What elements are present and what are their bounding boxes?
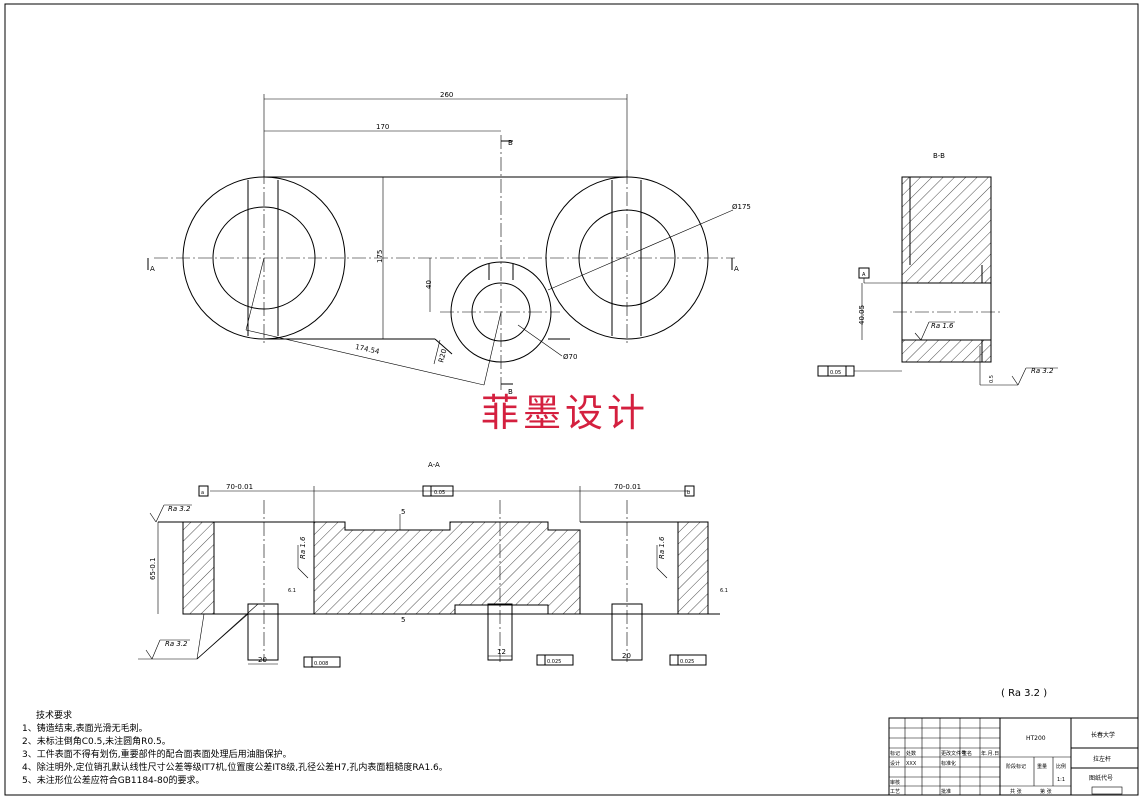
- drawing-frame: [4, 3, 1139, 796]
- aa-width-right: 20: [622, 652, 631, 660]
- dim-40: 40: [425, 280, 433, 289]
- section-aa-title: A-A: [428, 461, 440, 469]
- technical-notes: 技术要求 1、铸造结束,表面光滑无毛刺。 2、未标注倒角C0.5,未注圆角R0.…: [22, 710, 448, 788]
- bb-dim-40-05: 40.05: [858, 305, 866, 325]
- tb-school: 长春大学: [1091, 731, 1115, 739]
- aa-tol-right: 0.025: [680, 659, 694, 665]
- general-roughness-value: Ra 3.2: [1008, 688, 1041, 699]
- tb-part-name: 拉左杆: [1093, 755, 1111, 763]
- section-bb-title: B-B: [933, 152, 945, 160]
- title-block: 标记 处数 更改文件号 签名 年.月.日 设计 XXX 标准化 审核 工艺 批准…: [888, 717, 1139, 796]
- aa-small-right: 6.1: [720, 588, 728, 594]
- tb-count: 处数: [906, 750, 916, 757]
- note-item-5: 5、未注形位公差应符合GB1184-80的要求。: [22, 776, 205, 786]
- aa-width-mid: 12: [497, 648, 506, 656]
- aa-dim-left: 70-0.01: [226, 483, 253, 491]
- aa-small-left: 6.1: [288, 588, 296, 594]
- dim-175: 175: [376, 250, 384, 263]
- notes-title: 技术要求: [36, 711, 73, 721]
- section-mark-b-top: B: [508, 139, 513, 147]
- aa-dim-thickness: 65-0.1: [149, 557, 157, 580]
- bb-side-value: 0.5: [989, 375, 995, 383]
- aa-datum-a: a: [201, 490, 204, 496]
- tb-approve: 批准: [941, 788, 951, 795]
- dim-d175: Ø175: [732, 203, 751, 211]
- note-item-1: 1、铸造结束,表面光滑无毛刺。: [22, 724, 148, 734]
- tb-weight: 重量: [1037, 763, 1047, 770]
- tb-reviewer: 审核: [890, 779, 900, 786]
- note-item-3: 3、工件表面不得有划伤,重要部件的配合面表面处理后用油脂保护。: [22, 750, 292, 760]
- note-item-4: 4、除注明外,定位销孔默认线性尺寸公差等级IT7机,位置度公差IT8级,孔径公差…: [22, 763, 448, 773]
- section-mark-a-left: A: [150, 265, 155, 273]
- tb-change: 更改文件号: [941, 750, 966, 757]
- plan-view: 260 170 175 40 174.54 R20 Ø70 Ø175 A A B…: [147, 91, 751, 396]
- tb-date: 年.月.日: [981, 750, 999, 757]
- dim-260: 260: [440, 91, 453, 99]
- aa-tol-left: 0.008: [314, 661, 328, 667]
- bb-ra-1-6: Ra 1.6: [931, 322, 954, 330]
- general-roughness: ( Ra 3.2 ): [1001, 688, 1048, 699]
- bb-tol-value: 0.05: [830, 370, 841, 376]
- note-item-2: 2、未标注倒角C0.5,未注圆角R0.5。: [22, 737, 171, 747]
- section-aa-view: A-A a 70-0.01 0.05 70-0.01 b: [138, 461, 728, 668]
- aa-depth-bottom: 5: [401, 616, 405, 624]
- tb-mark: 标记: [890, 750, 900, 757]
- tb-scale-label: 比例: [1056, 763, 1066, 770]
- aa-tol-mid: 0.025: [547, 659, 561, 665]
- bb-ra-3-2: Ra 3.2: [1031, 367, 1054, 375]
- aa-datum-b: b: [687, 490, 690, 496]
- aa-depth-top: 5: [401, 508, 405, 516]
- aa-ra-mid-left: Ra 1.6: [299, 536, 307, 559]
- aa-width-left: 20: [258, 656, 267, 664]
- bb-datum-a: A: [862, 272, 866, 278]
- aa-ra-mid-right: Ra 1.6: [658, 536, 666, 559]
- dim-174-54: 174.54: [354, 343, 380, 356]
- section-bb-view: B-B A 40.05 Ra 1.6 Ra 3.2 0.5: [817, 152, 1058, 386]
- tb-std: 标准化: [941, 760, 956, 767]
- dim-r20: R20: [437, 348, 448, 363]
- tb-xxx: XXX: [906, 761, 917, 767]
- aa-ra-bottom-left: Ra 3.2: [165, 640, 188, 648]
- tb-material: HT200: [1026, 735, 1046, 742]
- tb-stage: 阶段标记: [1006, 763, 1026, 770]
- tb-drawing-no: 图纸代号: [1089, 774, 1113, 782]
- tb-sign: 签名: [962, 750, 972, 757]
- tb-scale-value: 1:1: [1057, 777, 1065, 783]
- tb-process: 工艺: [890, 789, 900, 795]
- projection-symbol: [1091, 786, 1123, 795]
- section-mark-b-bottom: B: [508, 388, 513, 396]
- dim-170: 170: [376, 123, 389, 131]
- aa-dim-right: 70-0.01: [614, 483, 641, 491]
- tb-designer: 设计: [890, 760, 900, 767]
- tb-sheet-no: 第 张: [1040, 788, 1052, 795]
- section-mark-a-right: A: [734, 265, 739, 273]
- dim-d70: Ø70: [563, 353, 577, 361]
- watermark: 菲墨设计: [481, 391, 650, 435]
- tb-sheets: 共 张: [1010, 788, 1022, 795]
- aa-ra-left: Ra 3.2: [168, 505, 191, 513]
- aa-datum-mid: 0.05: [434, 490, 445, 496]
